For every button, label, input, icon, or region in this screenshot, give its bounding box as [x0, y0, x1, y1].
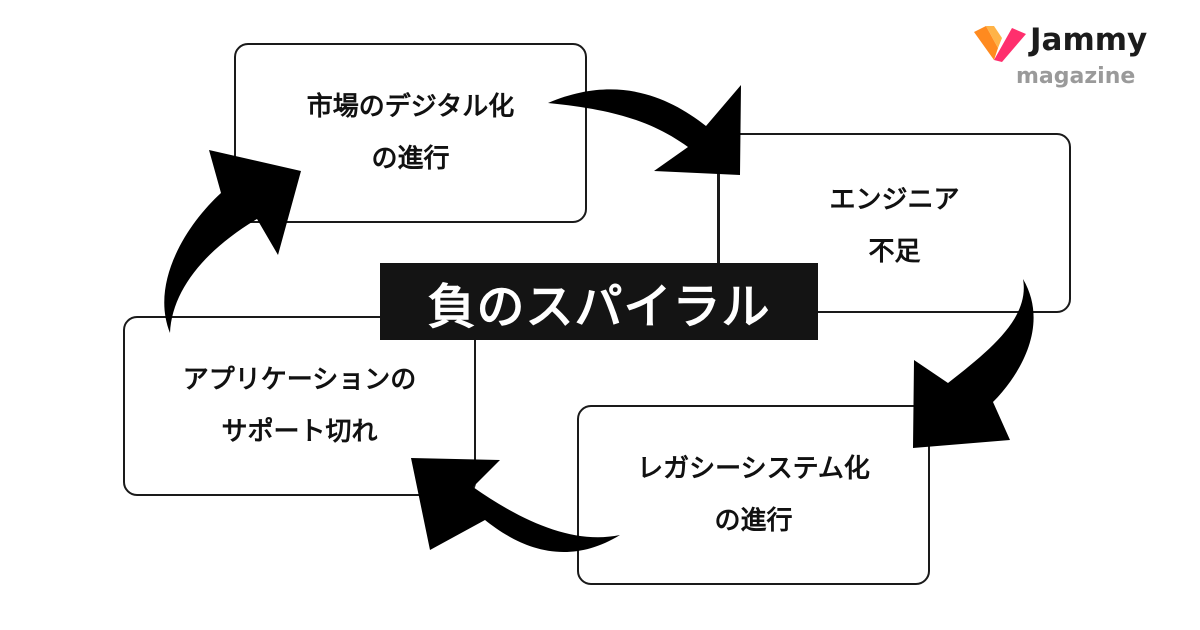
jammy-heart-logo-icon [974, 26, 1026, 62]
jammy-magazine-logo: Jammy magazine [972, 22, 1182, 102]
center-label: 負のスパイラル [380, 263, 818, 340]
logo-brand-text: Jammy [1030, 22, 1148, 58]
arrow-digital-to-engineer [548, 85, 741, 175]
box-digital-line-1: 市場のデジタル化 [306, 92, 515, 122]
box-legacy-line-1: レガシーシステム化 [637, 454, 870, 484]
arrow-support-to-digital [164, 150, 301, 333]
box-digital-text: 市場のデジタル化 の進行 [307, 81, 514, 185]
arrow-engineer-to-legacy [913, 279, 1034, 448]
box-engineer-line-1: エンジニア [829, 185, 960, 215]
box-legacy-line-2: の進行 [714, 506, 793, 536]
arrow-legacy-to-support [411, 458, 620, 552]
box-support-line-2: サポート切れ [221, 417, 378, 447]
box-digital-line-2: の進行 [371, 144, 450, 174]
box-legacy: レガシーシステム化 の進行 [577, 405, 930, 585]
box-support: アプリケーションの サポート切れ [123, 316, 476, 496]
logo-sub-text: magazine [1016, 64, 1136, 89]
box-engineer-text: エンジニア 不足 [829, 168, 959, 278]
box-support-text: アプリケーションの サポート切れ [183, 354, 416, 458]
box-legacy-text: レガシーシステム化 の進行 [637, 443, 870, 547]
box-engineer-line-2: 不足 [868, 237, 921, 267]
box-digital: 市場のデジタル化 の進行 [234, 43, 587, 223]
box-support-line-1: アプリケーションの [182, 365, 417, 395]
